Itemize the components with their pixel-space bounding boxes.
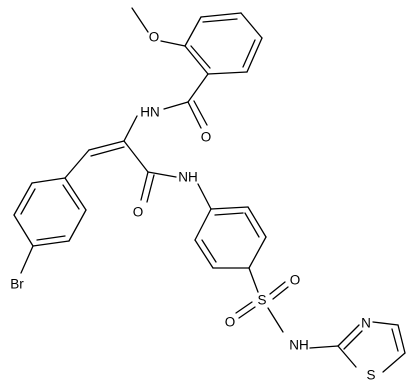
bond-o-aryl: [160, 40, 186, 47]
bond-carbonyl-o-mid-2: [146, 174, 155, 203]
ring-thiazole: [337, 321, 406, 373]
ring-bromophenyl: [13, 177, 87, 247]
bond-vinyl-double-1: [88, 140, 125, 151]
atom-methoxy-o: O: [149, 30, 160, 45]
atom-sulfonamide-nh: NH: [289, 338, 309, 353]
bond-s-o-right-1: [269, 281, 286, 295]
atom-amide-nh-top: HN: [140, 105, 160, 120]
bond-nh-aryl-mid: [197, 183, 212, 210]
bond-vinyl-double-2: [90, 146, 125, 157]
bond-aryl-s: [248, 267, 259, 293]
atom-amide-nh-mid: NH: [178, 170, 198, 185]
bond-carbonyl-nh-mid: [147, 171, 177, 178]
bond-carbonyl-o-top-2: [193, 100, 208, 126]
bond-carbonyl-nh-top: [163, 101, 189, 110]
bond-s-o-right-2: [272, 286, 289, 300]
atom-sulfonyl-s: S: [257, 293, 266, 308]
atom-thiazole-s: S: [366, 368, 375, 383]
atom-label-layer: O HN O NH O Br S O O NH N S: [10, 30, 375, 383]
bond-carbonyl-o-mid-1: [140, 171, 149, 201]
bond-s-nh: [267, 307, 284, 333]
bond-ring-carbonyl-top: [187, 73, 209, 103]
bond-layer: [13, 7, 406, 373]
bond-s-o-left-1: [235, 301, 253, 314]
bond-aryl-br: [20, 245, 34, 274]
atom-sulfonyl-o-right: O: [290, 273, 301, 288]
atom-amide-o-mid: O: [133, 205, 144, 220]
bond-nh-thiazole: [309, 345, 339, 349]
ring-methoxyphenyl: [184, 12, 263, 75]
atom-thiazole-n: N: [361, 316, 371, 331]
bond-methyl-o: [131, 7, 149, 33]
atom-bromine: Br: [10, 277, 24, 292]
bond-vinyl-aryl: [64, 149, 90, 179]
ring-phenylene: [194, 206, 267, 269]
atom-sulfonyl-o-left: O: [225, 315, 236, 330]
bond-s-o-left-2: [238, 306, 256, 319]
bond-nh-vinyl: [123, 115, 138, 142]
bond-carbonyl-o-top-1: [187, 101, 202, 129]
bond-vinyl-carbonyl: [123, 140, 149, 173]
atom-amide-o-top: O: [201, 130, 212, 145]
